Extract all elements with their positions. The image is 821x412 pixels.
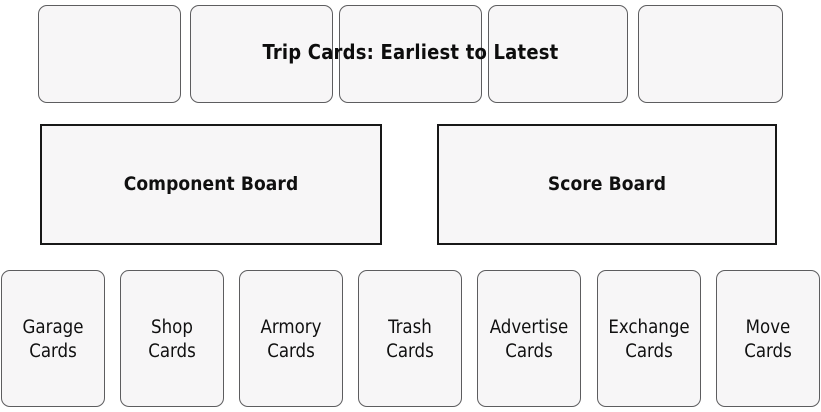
trip-card-slot-5[interactable] [638,5,783,103]
component-board-label: Component Board [123,172,299,195]
trip-card-slot-2[interactable] [190,5,333,103]
deck-exchange-cards[interactable]: Exchange Cards [597,270,701,407]
deck-exchange-cards-label: Exchange Cards [606,316,691,363]
deck-shop-cards[interactable]: Shop Cards [120,270,224,407]
deck-label-line1: Move [745,317,791,339]
trip-card-slot-3[interactable] [339,5,482,103]
deck-label-line1: Advertise [489,317,569,339]
deck-armory-cards-label: Armory Cards [259,316,324,363]
deck-garage-cards[interactable]: Garage Cards [1,270,105,407]
deck-label-line2: Cards [386,340,434,362]
deck-label-line1: Garage [22,317,84,339]
deck-label-line2: Cards [744,340,792,362]
deck-move-cards-label: Move Cards [742,316,794,363]
deck-label-line2: Cards [29,340,77,362]
trip-card-slot-4[interactable] [488,5,628,103]
deck-trash-cards[interactable]: Trash Cards [358,270,462,407]
component-board[interactable]: Component Board [40,124,382,245]
deck-label-line2: Cards [267,340,315,362]
trip-card-slot-1[interactable] [38,5,181,103]
deck-label-line2: Cards [148,340,196,362]
deck-trash-cards-label: Trash Cards [384,316,436,363]
deck-move-cards[interactable]: Move Cards [716,270,820,407]
deck-advertise-cards-label: Advertise Cards [488,316,571,363]
deck-shop-cards-label: Shop Cards [146,316,198,363]
deck-armory-cards[interactable]: Armory Cards [239,270,343,407]
score-board-label: Score Board [547,172,667,195]
deck-label-line1: Exchange [608,317,690,339]
score-board[interactable]: Score Board [437,124,777,245]
deck-label-line2: Cards [505,340,553,362]
deck-label-line1: Trash [388,317,432,339]
deck-label-line2: Cards [625,340,673,362]
deck-label-line1: Armory [260,317,322,339]
deck-label-line1: Shop [151,317,193,339]
deck-advertise-cards[interactable]: Advertise Cards [477,270,581,407]
deck-garage-cards-label: Garage Cards [21,316,86,363]
